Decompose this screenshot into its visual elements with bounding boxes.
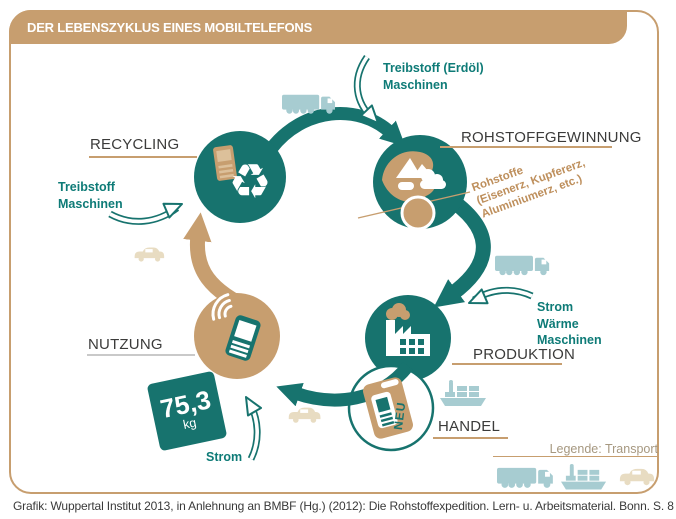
underline-rohstoffgewinnung xyxy=(440,146,612,148)
weight-badge: 75,3 kg xyxy=(146,370,228,452)
annotation-input-recycling: Treibstoff Maschinen xyxy=(58,180,123,211)
underline-handel xyxy=(433,437,508,439)
car-icon xyxy=(134,247,165,262)
smoke-icon xyxy=(386,303,410,320)
input-arrow-nutzung xyxy=(245,396,262,461)
mountain-icon xyxy=(396,158,422,178)
annotation-input-produktion: Strom Wärme Maschinen xyxy=(537,300,602,347)
excavator-icon xyxy=(398,169,446,190)
label-nutzung: NUTZUNG xyxy=(88,336,163,353)
factory-icon xyxy=(386,320,430,356)
legend-car-icon xyxy=(619,468,655,486)
legend-title: Legende: Transport xyxy=(549,442,658,456)
car-icon xyxy=(288,407,321,423)
annotation-input-nutzung: Strom xyxy=(206,450,243,464)
truck-icon xyxy=(495,255,550,276)
factory-windows xyxy=(400,339,424,354)
package-tag-neu: NEU xyxy=(391,401,408,431)
input-arrow-recycling xyxy=(108,202,183,225)
legend-divider xyxy=(493,456,658,458)
produktion-circle xyxy=(365,295,451,381)
phone-in-use-icon xyxy=(225,315,261,361)
legend-truck-icon xyxy=(497,467,553,488)
header-bar: DER LEBENSZYKLUS EINES MOBILTELEFONS xyxy=(9,10,627,44)
phone-icon xyxy=(213,145,237,181)
ship-icon xyxy=(440,380,486,406)
legend-ship-icon xyxy=(561,464,607,490)
arrow-handel-to-nutzung xyxy=(276,361,414,407)
truck-icon xyxy=(282,94,336,114)
underline-produktion xyxy=(452,363,562,365)
footer-credit: Grafik: Wuppertal Institut 2013, in Anle… xyxy=(13,499,674,513)
input-arrow-produktion xyxy=(468,286,534,305)
label-recycling: RECYCLING xyxy=(90,136,180,153)
signal-waves-icon xyxy=(211,293,233,321)
label-handel: HANDEL xyxy=(438,418,501,435)
underline-recycling xyxy=(89,156,197,158)
page-title: DER LEBENSZYKLUS EINES MOBILTELEFONS xyxy=(27,19,313,35)
weight-unit: kg xyxy=(181,415,198,432)
annotation-input-rohstoffgewinnung: Treibstoff (Erdöl) Maschinen xyxy=(383,61,484,92)
label-produktion: PRODUKTION xyxy=(473,346,576,363)
underline-nutzung xyxy=(87,354,195,356)
arrow-rohstoffgewinnung-to-produktion xyxy=(433,190,491,308)
ore-ball xyxy=(400,195,436,231)
recycling-circle: ♻ xyxy=(194,131,286,223)
input-arrow-rohstoffgewinnung xyxy=(353,55,379,124)
recycle-icon: ♻ xyxy=(228,156,271,209)
nutzung-circle xyxy=(194,293,280,379)
new-phone-package-icon: NEU xyxy=(363,377,413,439)
rohstoffgewinnung-circle xyxy=(373,135,467,229)
arrow-recycling-to-rohstoffgewinnung xyxy=(265,107,406,154)
label-rohstoffgewinnung: ROHSTOFFGEWINNUNG xyxy=(461,129,642,146)
